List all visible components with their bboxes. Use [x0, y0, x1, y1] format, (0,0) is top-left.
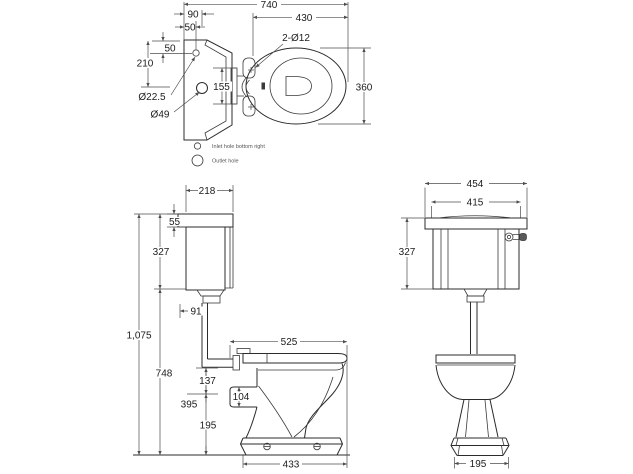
lever-arm: [512, 234, 520, 240]
seat-side: [242, 353, 348, 364]
dim-433-label: 433: [283, 460, 300, 471]
pan-plan-outer-rim: [245, 47, 347, 125]
legend: Inlet hole bottom right Outlet hole: [191, 142, 265, 167]
dim-740-label: 740: [261, 0, 278, 11]
dim-90-label: 90: [187, 10, 199, 21]
dim-525-label: 525: [281, 337, 298, 348]
dim-360-extensions: [318, 47, 371, 125]
hinge-hole-bottom-cross: [248, 104, 254, 110]
seat-buffer-mark: [261, 82, 265, 90]
cistern-panel-lines-front: [440, 229, 506, 289]
outlet-hole: [196, 82, 208, 94]
dim-chain-extensions: [187, 367, 218, 395]
base-facets-front: [455, 437, 505, 456]
dim-104-label: 104: [233, 392, 250, 403]
outlet-hole-legend-icon: [191, 154, 204, 167]
outlet-diameter-label: Ø49: [151, 110, 170, 121]
dim-50top-label: 50: [184, 23, 196, 34]
dim-415-label: 415: [467, 198, 484, 209]
dim-195-front-extensions: [454, 457, 509, 469]
hinge-hole-top-cross: [248, 67, 254, 73]
hinge-holes-label: 2-Ø12: [282, 33, 310, 44]
inlet-callout-leader: [170, 56, 196, 96]
dim-327-side-label: 327: [153, 247, 170, 258]
dim-218-label: 218: [199, 186, 216, 197]
pan-plan-inner-rim: [269, 57, 333, 115]
cistern-lid-dome-front: [437, 215, 513, 219]
dim-50left-extensions: [150, 40, 192, 54]
dim-740-extensions: [183, 2, 349, 82]
dim-395-label: 395: [181, 400, 198, 411]
flush-valve-front: [463, 288, 488, 297]
dim-218-extensions: [185, 185, 234, 212]
cistern-body-side: [185, 226, 226, 291]
seat-hinge-side: [236, 348, 251, 354]
front-view: 454 415 327 195: [395, 179, 528, 470]
cistern-lid-front: [424, 217, 528, 230]
dim-327-front-label: 327: [399, 247, 416, 258]
plinth-side: [239, 437, 344, 456]
cistern-body-front: [432, 228, 520, 290]
side-view: 218 55 327 1,075 748 91 525 433: [125, 185, 350, 471]
lever-boss-center: [506, 234, 512, 240]
dim-1075-label: 1,075: [126, 331, 151, 342]
lever-boss: [504, 232, 514, 242]
dim-525-extensions: [229, 345, 348, 468]
lever-handle: [519, 233, 527, 241]
dim-210-label: 210: [137, 59, 154, 70]
inlet-hole: [192, 49, 200, 57]
flush-valve-coupling-front: [466, 295, 485, 303]
dim-195-front-label: 195: [470, 459, 487, 470]
bowl-front-side: [304, 363, 344, 439]
pedestal-rear-side: [245, 406, 258, 439]
seat-front: [435, 354, 516, 364]
dim-155-extensions: [213, 67, 237, 105]
dim-155-label: 155: [213, 82, 230, 93]
inlet-hole-legend-icon: [193, 142, 202, 150]
flush-pipe-side: [201, 303, 233, 368]
outlet-spigot-side: [229, 386, 257, 408]
dim-327-front-extensions: [401, 217, 433, 290]
dim-91-label: 91: [190, 307, 202, 318]
dim-454-label: 454: [467, 179, 484, 190]
plan-view: 740 430 90 50 50 210 Ø22.5 Ø49 2-Ø12: [135, 0, 376, 141]
dim-415-extensions: [431, 206, 521, 218]
outlet-callout-leader: [173, 91, 200, 113]
flush-pipe-flange-side: [232, 355, 240, 371]
flush-pipe-plan-links: [237, 75, 244, 97]
flush-pipe-plan-arcs: [241, 76, 250, 98]
bowl-rim-side: [258, 362, 346, 371]
flush-valve-coupling-side: [202, 295, 221, 304]
seat-hinge-lug-top: [242, 57, 256, 79]
dim-454-extensions: [424, 187, 528, 217]
seat-hinge-lug-bottom: [242, 95, 256, 117]
dim-137-label: 137: [199, 376, 216, 387]
dim-50left-label: 50: [164, 44, 176, 55]
pedestal-facets-front: [465, 399, 489, 438]
dim-360-label: 360: [356, 83, 373, 94]
cistern-lid-side: [177, 213, 234, 228]
inlet-legend-label: Inlet hole bottom right: [212, 144, 265, 150]
outlet-legend-label: Outlet hole: [212, 159, 239, 165]
base-front: [450, 437, 510, 456]
dim-195-side-label: 195: [200, 421, 217, 432]
bowl-front: [435, 364, 516, 400]
flush-valve-side: [196, 289, 225, 297]
flush-pipe-front: [470, 302, 478, 354]
dim-55-label: 55: [169, 217, 181, 228]
inlet-diameter-label: Ø22.5: [138, 92, 166, 103]
dim-748-label: 748: [156, 369, 173, 380]
bowl-inner-curves-side: [258, 376, 334, 438]
dim-430-label: 430: [296, 13, 313, 24]
cistern-back-side: [225, 227, 234, 289]
hinge-holes-leader: [255, 43, 284, 68]
pan-plan-water-area: [285, 76, 312, 96]
pedestal-front: [455, 399, 499, 438]
